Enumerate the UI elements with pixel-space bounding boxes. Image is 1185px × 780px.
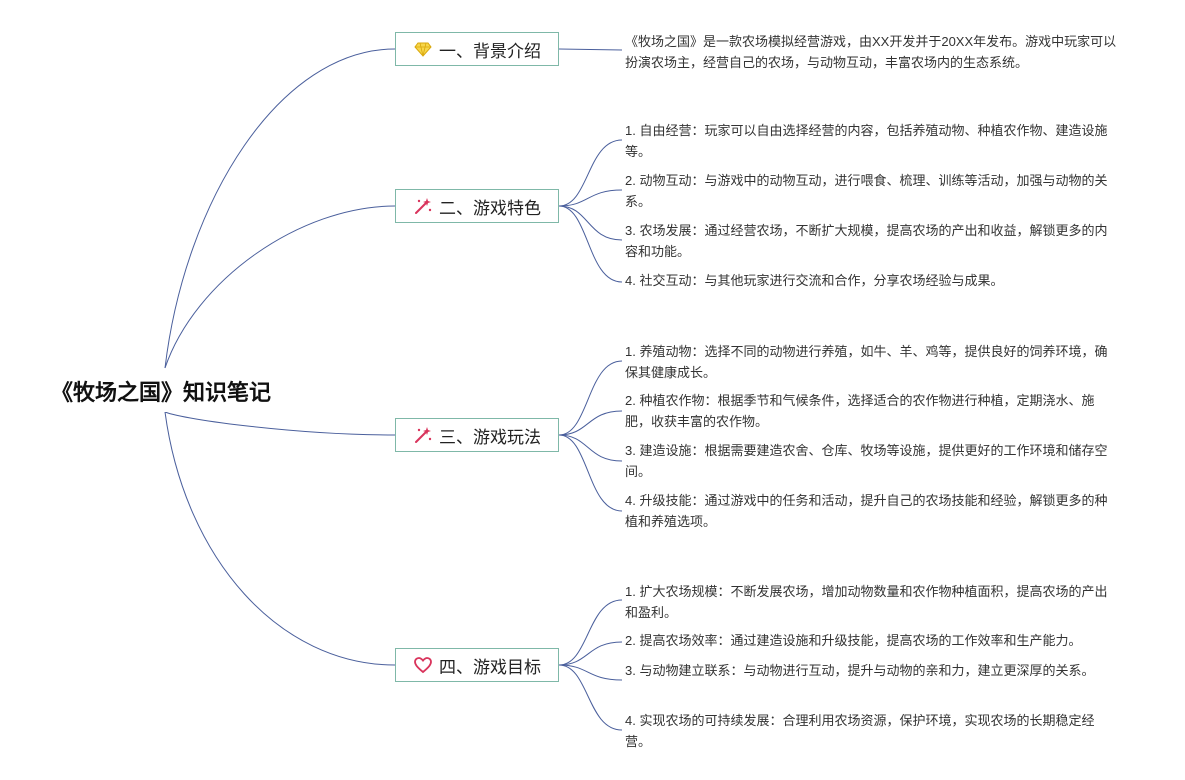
connector-line [558, 139, 623, 207]
branch-label: 一、背景介绍 [439, 41, 541, 61]
leaf-item[interactable]: 2. 种植农作物：根据季节和气候条件，选择适合的农作物进行种植，定期浇水、施肥，… [625, 393, 1095, 429]
connector-line [558, 641, 623, 666]
magic-wand-icon [413, 196, 433, 216]
branch-goals[interactable]: 四、游戏目标 [395, 648, 559, 682]
connector-line [164, 205, 396, 369]
leaf-item[interactable]: 4. 升级技能：通过游戏中的任务和活动，提升自己的农场技能和经验，解锁更多的种植… [625, 493, 1108, 529]
leaf-item[interactable]: 2. 提高农场效率：通过建造设施和升级技能，提高农场的工作效率和生产能力。 [625, 633, 1082, 648]
leaf-item[interactable]: 4. 实现农场的可持续发展：合理利用农场资源，保护环境，实现农场的长期稳定经营。 [625, 713, 1095, 749]
connector-line [558, 664, 623, 681]
heart-icon [413, 655, 433, 675]
branch-label: 四、游戏目标 [439, 657, 541, 677]
connector-line [164, 48, 396, 369]
branch-label: 二、游戏特色 [439, 198, 541, 218]
leaf-item[interactable]: 1. 扩大农场规模：不断发展农场，增加动物数量和农作物种植面积，提高农场的产出和… [625, 584, 1108, 620]
branch-background[interactable]: 一、背景介绍 [395, 32, 559, 66]
connector-line [164, 411, 396, 436]
connector-line [558, 664, 623, 731]
connector-line [558, 434, 623, 512]
connector-line [558, 599, 623, 666]
leaf-item[interactable]: 3. 与动物建立联系：与动物进行互动，提升与动物的亲和力，建立更深厚的关系。 [625, 663, 1095, 678]
branch-label: 三、游戏玩法 [439, 427, 541, 447]
branch-features[interactable]: 二、游戏特色 [395, 189, 559, 223]
branch-gameplay[interactable]: 三、游戏玩法 [395, 418, 559, 452]
magic-wand-icon [413, 425, 433, 445]
connector-line [558, 360, 623, 436]
leaf-item[interactable]: 3. 建造设施：根据需要建造农舍、仓库、牧场等设施，提供更好的工作环境和储存空间… [625, 443, 1108, 479]
connector-line [558, 189, 623, 207]
leaf-item[interactable]: 《牧场之国》是一款农场模拟经营游戏，由XX开发并于20XX年发布。游戏中玩家可以… [625, 34, 1117, 70]
leaf-item[interactable]: 3. 农场发展：通过经营农场，不断扩大规模，提高农场的产出和收益，解锁更多的内容… [625, 223, 1108, 259]
connector-line [164, 411, 396, 666]
diamond-icon [413, 39, 433, 59]
connector-line [558, 48, 623, 51]
leaf-item[interactable]: 1. 养殖动物：选择不同的动物进行养殖，如牛、羊、鸡等，提供良好的饲养环境，确保… [625, 344, 1108, 380]
connector-line [558, 434, 623, 462]
root-topic[interactable]: 《牧场之国》知识笔记 [28, 370, 294, 412]
connector-line [558, 205, 623, 283]
connector-line [558, 205, 623, 241]
root-topic-label: 《牧场之国》知识笔记 [50, 380, 271, 405]
leaf-item[interactable]: 2. 动物互动：与游戏中的动物互动，进行喂食、梳理、训练等活动，加强与动物的关系… [625, 173, 1108, 209]
connector-line [558, 410, 623, 436]
leaf-item[interactable]: 1. 自由经营：玩家可以自由选择经营的内容，包括养殖动物、种植农作物、建造设施等… [625, 123, 1108, 159]
leaf-item[interactable]: 4. 社交互动：与其他玩家进行交流和合作，分享农场经验与成果。 [625, 273, 1004, 288]
